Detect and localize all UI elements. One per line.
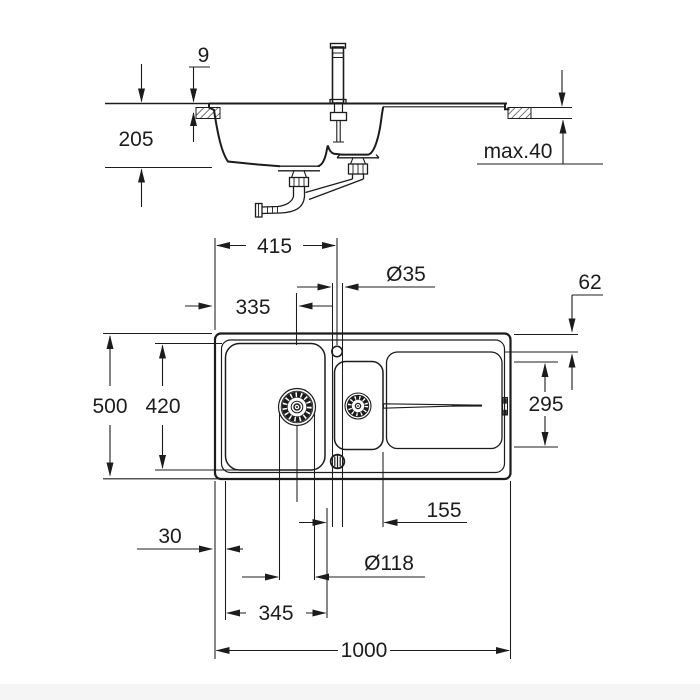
dim-edge-to-drainer: 62 <box>578 271 601 294</box>
dim-drain-center-from-left: 335 <box>235 296 270 319</box>
dim-bowl-edge-to-drain: 345 <box>258 602 293 625</box>
dim-knob-to-bowl: 155 <box>426 499 461 522</box>
sink-rim-inner <box>220 339 506 474</box>
overflow-slot <box>502 397 508 416</box>
section-view: 9 205 max.40 <box>105 42 603 218</box>
worktop-hatch-left <box>195 107 221 119</box>
dim-bowl-depth: 205 <box>118 128 153 151</box>
dim-edge-to-bowl: 30 <box>158 525 181 548</box>
tap-hole <box>331 345 343 358</box>
main-drain <box>277 387 317 427</box>
middle-bowl <box>333 360 384 451</box>
dim-overall-depth: 500 <box>92 395 127 418</box>
main-bowl <box>224 342 326 471</box>
dim-tap-hole-from-left: 415 <box>257 235 292 258</box>
plan-dimensions: 415 335 Ø35 62 500 420 295 <box>92 235 603 662</box>
drainer-groove <box>382 403 483 409</box>
dim-tap-hole-diameter: Ø35 <box>386 263 426 286</box>
sink-outline <box>213 332 512 481</box>
remote-knob <box>329 453 346 470</box>
dim-drainer-depth: 295 <box>528 393 563 416</box>
dim-overall-length: 1000 <box>341 639 388 662</box>
extension-lines <box>103 238 578 659</box>
sink-section-profile <box>208 102 510 168</box>
dim-drain-diameter: Ø118 <box>364 552 414 575</box>
drainer-area <box>385 351 503 450</box>
dim-worktop-thickness: max.40 <box>484 140 553 163</box>
plan-view: 415 335 Ø35 62 500 420 295 <box>92 235 603 662</box>
scan-artifact <box>0 684 700 700</box>
drain-trap-assembly <box>254 154 380 218</box>
worktop-hatch-right <box>507 107 532 119</box>
tap-section <box>329 42 348 143</box>
dim-rim-height: 9 <box>198 44 210 67</box>
dim-bowl-inner-depth: 420 <box>145 395 180 418</box>
middle-drain <box>344 392 372 420</box>
section-dimensions: 9 205 max.40 <box>105 44 603 207</box>
